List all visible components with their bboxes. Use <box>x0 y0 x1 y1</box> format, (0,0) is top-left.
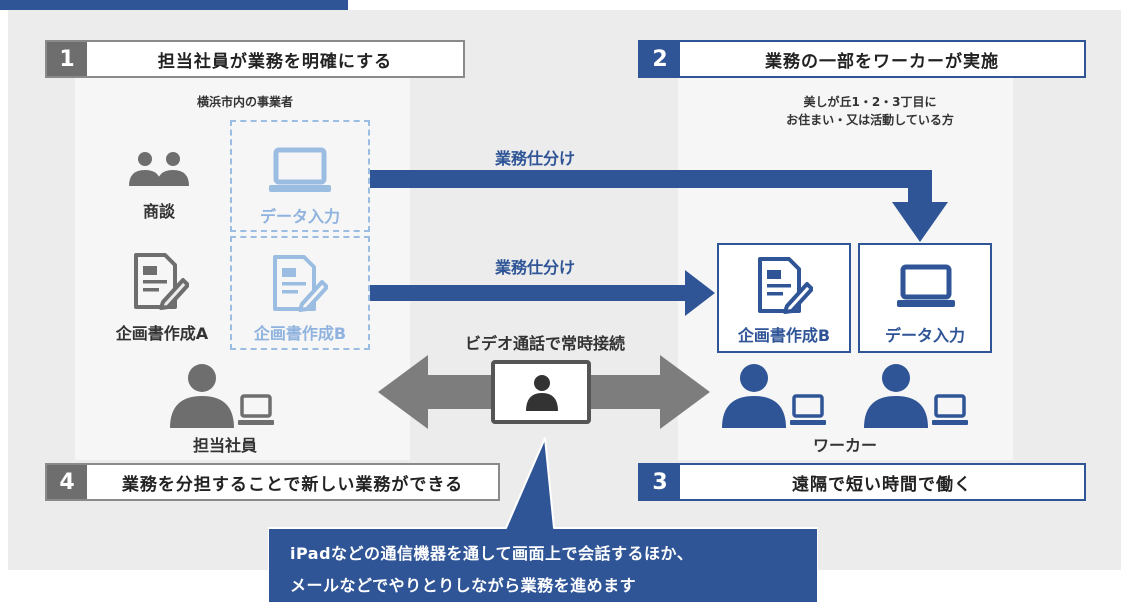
step-4-header: 4 業務を分担することで新しい業務ができる <box>45 463 500 501</box>
data-entry-label-right: データ入力 <box>884 326 965 345</box>
assign-arrow-2 <box>370 270 715 316</box>
right-caption-line2: お住まい・又は活動している方 <box>786 113 954 127</box>
callout-line-1: iPadなどの通信機器を通して画面上で会話するほか、 <box>290 544 694 563</box>
data-entry-dashed-box <box>230 120 370 232</box>
step-4-text: 業務を分担することで新しい業務ができる <box>121 474 464 495</box>
worker-person-icon <box>722 364 826 428</box>
document-pen-icon <box>758 257 813 314</box>
planning-a-label: 企画書作成A <box>115 324 209 343</box>
step-3-header: 3 遠隔で短い時間で働く <box>638 463 1086 501</box>
top-accent-bar <box>0 0 348 10</box>
document-pen-icon <box>273 255 328 312</box>
worker-label: ワーカー <box>812 436 877 455</box>
step-2-text: 業務の一部をワーカーが実施 <box>765 51 999 72</box>
assign-label-1: 業務仕分け <box>494 149 575 168</box>
person-on-screen-icon <box>526 375 558 411</box>
planning-b-box-right <box>717 243 851 353</box>
planning-b-dashed-box <box>230 236 370 350</box>
step-3-number: 3 <box>640 465 680 499</box>
right-caption-line1: 美しが丘1・2・3丁目に <box>803 95 937 109</box>
meeting-people-icon <box>129 152 189 186</box>
step-1-header: 1 担当社員が業務を明確にする <box>45 40 465 78</box>
step-2-header: 2 業務の一部をワーカーが実施 <box>638 40 1086 78</box>
tablet-device <box>491 360 591 424</box>
planning-b-label-left: 企画書作成B <box>253 324 347 343</box>
laptop-icon <box>269 147 331 192</box>
step-4-number: 4 <box>47 465 87 499</box>
step-3-text: 遠隔で短い時間で働く <box>792 474 972 495</box>
assign-arrow-1 <box>370 170 948 242</box>
left-caption: 横浜市内の事業者 <box>196 95 293 109</box>
data-entry-label: データ入力 <box>259 207 340 226</box>
step-1-number: 1 <box>47 42 87 76</box>
worker-person-icon <box>864 364 968 428</box>
meeting-label: 商談 <box>142 202 175 221</box>
step-2-number: 2 <box>640 42 680 76</box>
staff-person-icon <box>170 364 274 428</box>
document-pen-icon <box>134 253 189 310</box>
left-column-background <box>75 60 410 460</box>
assign-label-2: 業務仕分け <box>494 258 575 277</box>
video-call-label: ビデオ通話で常時接続 <box>464 334 625 353</box>
step-1-text: 担当社員が業務を明確にする <box>157 51 393 72</box>
callout-line-2: メールなどでやりとりしながら業務を進めます <box>290 576 637 595</box>
planning-b-label-right: 企画書作成B <box>737 326 831 345</box>
staff-label: 担当社員 <box>192 436 257 455</box>
callout-bubble <box>268 437 818 602</box>
laptop-icon <box>897 264 955 307</box>
